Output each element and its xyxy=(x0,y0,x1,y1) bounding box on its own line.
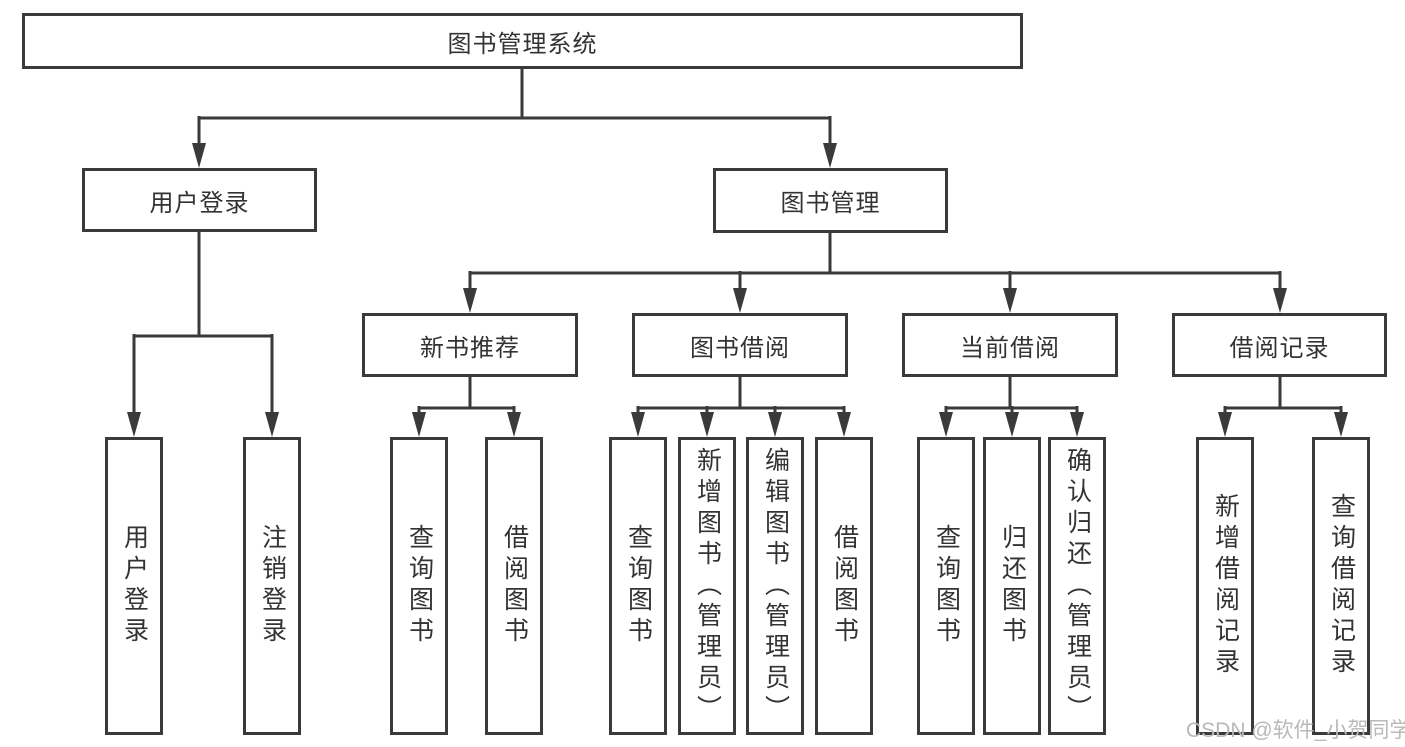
node-new-book-recommendation: 新书推荐 xyxy=(362,313,578,377)
node-label: 借阅记录 xyxy=(1229,334,1330,362)
node-label: 借阅图书 xyxy=(830,524,859,648)
node-label: 新书推荐 xyxy=(420,334,520,362)
leaf-edit-books-admin: 编辑图书（管理员） xyxy=(746,437,804,735)
node-book-management: 图书管理 xyxy=(713,168,948,233)
node-label: 用户登录 xyxy=(149,189,250,217)
node-label: 查询图书 xyxy=(624,524,653,648)
leaf-user-login: 用户登录 xyxy=(105,437,163,735)
node-library-management-system: 图书管理系统 xyxy=(22,13,1023,69)
leaf-add-borrow-record: 新增借阅记录 xyxy=(1196,437,1254,735)
node-current-borrowing: 当前借阅 xyxy=(902,313,1118,377)
leaf-query-borrow-record: 查询借阅记录 xyxy=(1312,437,1370,735)
leaf-logout: 注销登录 xyxy=(243,437,301,735)
node-borrowing-records: 借阅记录 xyxy=(1172,313,1387,377)
node-label: 确认归还（管理员） xyxy=(1063,446,1092,726)
node-user-login: 用户登录 xyxy=(82,168,317,232)
node-label: 新增借阅记录 xyxy=(1211,493,1240,679)
node-label: 归还图书 xyxy=(998,524,1027,648)
leaf-return-books: 归还图书 xyxy=(983,437,1041,735)
leaf-borrowing-query-books: 查询图书 xyxy=(609,437,667,735)
node-label: 查询借阅记录 xyxy=(1327,493,1356,679)
leaf-current-query-books: 查询图书 xyxy=(917,437,975,735)
node-label: 图书借阅 xyxy=(690,334,790,362)
node-label: 借阅图书 xyxy=(500,524,529,648)
node-label: 注销登录 xyxy=(258,524,287,648)
node-label: 图书管理系统 xyxy=(447,30,598,58)
leaf-recommend-query-books: 查询图书 xyxy=(390,437,448,735)
node-label: 编辑图书（管理员） xyxy=(761,446,790,726)
node-label: 新增图书（管理员） xyxy=(693,446,722,726)
leaf-borrowing-borrow-books: 借阅图书 xyxy=(815,437,873,735)
leaf-confirm-return-admin: 确认归还（管理员） xyxy=(1048,437,1106,735)
watermark: CSDN @软件_小贺同学 xyxy=(1186,719,1405,742)
node-label: 图书管理 xyxy=(780,190,881,217)
node-label: 用户登录 xyxy=(120,524,149,648)
leaf-add-books-admin: 新增图书（管理员） xyxy=(678,437,736,735)
node-label: 当前借阅 xyxy=(960,334,1060,362)
node-label: 查询图书 xyxy=(932,524,961,648)
node-label: 查询图书 xyxy=(405,524,434,648)
leaf-recommend-borrow-books: 借阅图书 xyxy=(485,437,543,735)
node-book-borrowing: 图书借阅 xyxy=(632,313,848,377)
